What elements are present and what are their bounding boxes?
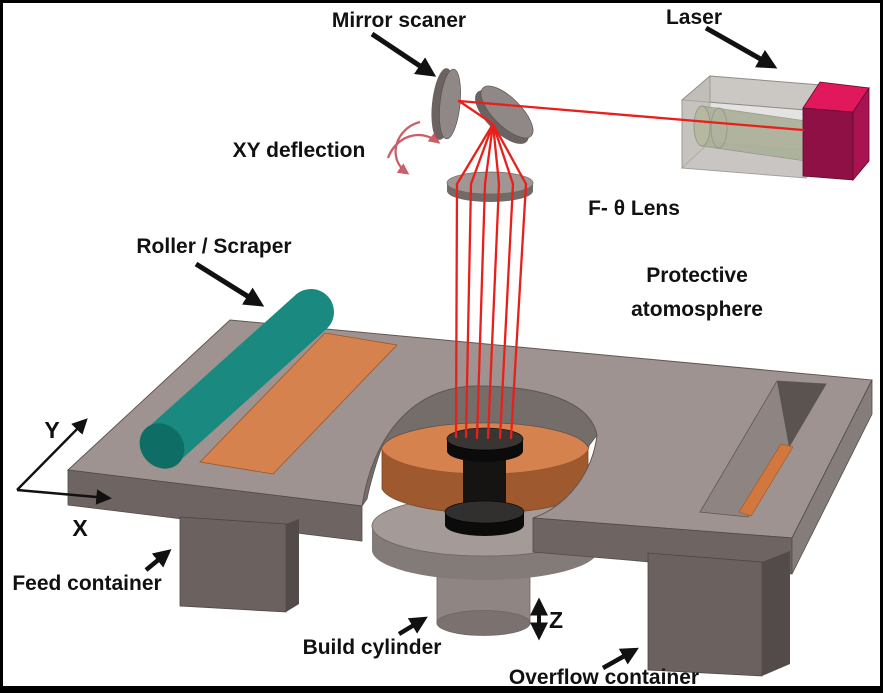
- protective-atmosphere-label-line1: Protective: [646, 264, 748, 287]
- laser-arrow: [704, 25, 778, 69]
- mirror-scanner-arrow: [370, 31, 437, 77]
- beam-fan-above-lens: [455, 122, 528, 186]
- overflow-container-arrow: [601, 647, 639, 670]
- feed-container-side: [286, 519, 299, 612]
- protective-atmosphere-label-line2: atomosphere: [631, 298, 763, 321]
- overflow-container-side: [762, 551, 790, 676]
- part-bottom-flange-side: [445, 512, 524, 537]
- table-side-face-right: [791, 379, 873, 575]
- roller-scraper-arrow: [194, 261, 265, 307]
- laser-label: Laser: [666, 6, 722, 29]
- piston-bottom-cap: [436, 610, 531, 636]
- mirror-scanner-optics: [386, 68, 534, 202]
- laser-cube-front: [802, 107, 854, 181]
- laser-beams: [454, 99, 805, 440]
- laser-pump-cube: [802, 81, 870, 182]
- feed-container-front: [179, 516, 287, 613]
- laser-housing-front: [681, 99, 807, 179]
- overflow-container-front: [647, 552, 763, 677]
- roller-scraper: [139, 289, 334, 469]
- feed-container-arrow: [144, 549, 172, 572]
- mirror-1: [439, 68, 461, 140]
- overflow-container-box: [647, 551, 790, 677]
- frame-bottom-band: [0, 686, 883, 693]
- trench-powder-strip: [738, 443, 794, 517]
- laser-unit: [680, 75, 870, 182]
- build-cylinder-label: Build cylinder: [303, 636, 442, 659]
- machine-table: [66, 289, 873, 677]
- x-axis-label: X: [72, 515, 88, 541]
- beam-laser-to-mirror: [457, 99, 805, 132]
- roller-body: [141, 289, 334, 467]
- laser-cube-right: [852, 86, 870, 182]
- overflow-container-label: Overflow container: [509, 666, 699, 689]
- beam-mirror-to-mirror: [457, 99, 495, 126]
- feed-container-label: Feed container: [12, 572, 161, 595]
- roller-scraper-label: Roller / Scraper: [136, 235, 291, 258]
- y-axis-label: Y: [44, 417, 59, 443]
- mirror-scanner-label: Mirror scaner: [332, 9, 466, 32]
- xy-deflection-label: XY deflection: [233, 139, 366, 162]
- overflow-trench: [699, 380, 827, 518]
- laser-rod-end-lens: [693, 105, 711, 147]
- f-theta-lens-label: F- θ Lens: [588, 197, 680, 220]
- f-theta-lens: [446, 171, 534, 202]
- diagram-labels: Mirror scaner Laser XY deflection F- θ L…: [12, 6, 763, 689]
- feed-powder-surface: [199, 332, 398, 475]
- part-bottom-flange: [444, 500, 525, 524]
- feed-container-box: [179, 516, 299, 613]
- build-cylinder-arrow: [397, 616, 428, 636]
- x-axis-arrow: [16, 488, 112, 505]
- mirror-2: [480, 85, 534, 139]
- y-axis-arrow: [16, 418, 88, 491]
- annotation-arrows: [16, 25, 778, 670]
- part-top-flange-side: [447, 439, 523, 462]
- roller-end-cap: [139, 423, 185, 469]
- rotation-arrows-icon: [386, 120, 441, 175]
- trench-far-wall: [777, 381, 826, 447]
- beam-fan-below-lens: [454, 182, 528, 440]
- z-axis-label: Z: [549, 607, 563, 633]
- rotation-arc-horizontal: [386, 132, 441, 159]
- laser-rod-inner-lens: [710, 107, 728, 149]
